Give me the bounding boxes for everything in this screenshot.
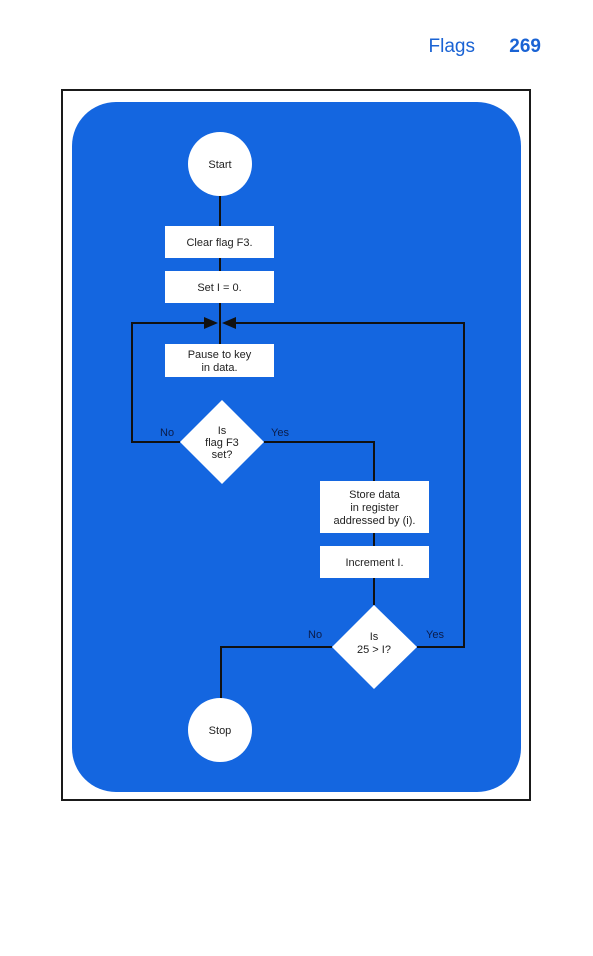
flag-yes-label: Yes <box>271 427 289 439</box>
pause-box: Pause to key in data. <box>165 344 274 377</box>
flow-lines <box>132 195 464 700</box>
store-label-line1: Store data <box>349 489 401 501</box>
start-node: Start <box>188 132 252 196</box>
store-label-line3: addressed by (i). <box>334 515 416 527</box>
flag-decision-line2: flag F3 <box>205 437 239 449</box>
pause-label-line1: Pause to key <box>188 349 252 361</box>
count-decision: Is 25 > I? <box>332 605 417 689</box>
count-decision-line2: 25 > I? <box>357 644 391 656</box>
flag-no-label: No <box>160 427 174 439</box>
arrow-right-into-merge <box>222 317 236 329</box>
store-box: Store data in register addressed by (i). <box>320 481 429 533</box>
line-no-to-stop <box>221 647 332 700</box>
store-label-line2: in register <box>350 502 399 514</box>
stop-label: Stop <box>209 725 232 737</box>
clear-flag-label: Clear flag F3. <box>186 237 252 249</box>
count-no-label: No <box>308 629 322 641</box>
increment-label: Increment I. <box>345 557 403 569</box>
count-decision-line1: Is <box>370 631 379 643</box>
start-label: Start <box>208 159 231 171</box>
set-i-box: Set I = 0. <box>165 271 274 303</box>
flag-decision-line3: set? <box>212 449 233 461</box>
increment-box: Increment I. <box>320 546 429 578</box>
arrow-left-into-merge <box>204 317 218 329</box>
count-yes-label: Yes <box>426 629 444 641</box>
pause-label-line2: in data. <box>201 362 237 374</box>
flag-decision: Is flag F3 set? <box>180 400 264 484</box>
flag-decision-line1: Is <box>218 425 227 437</box>
set-i-label: Set I = 0. <box>197 282 241 294</box>
clear-flag-box: Clear flag F3. <box>165 226 274 258</box>
line-yes-to-store <box>264 442 374 481</box>
stop-node: Stop <box>188 698 252 762</box>
